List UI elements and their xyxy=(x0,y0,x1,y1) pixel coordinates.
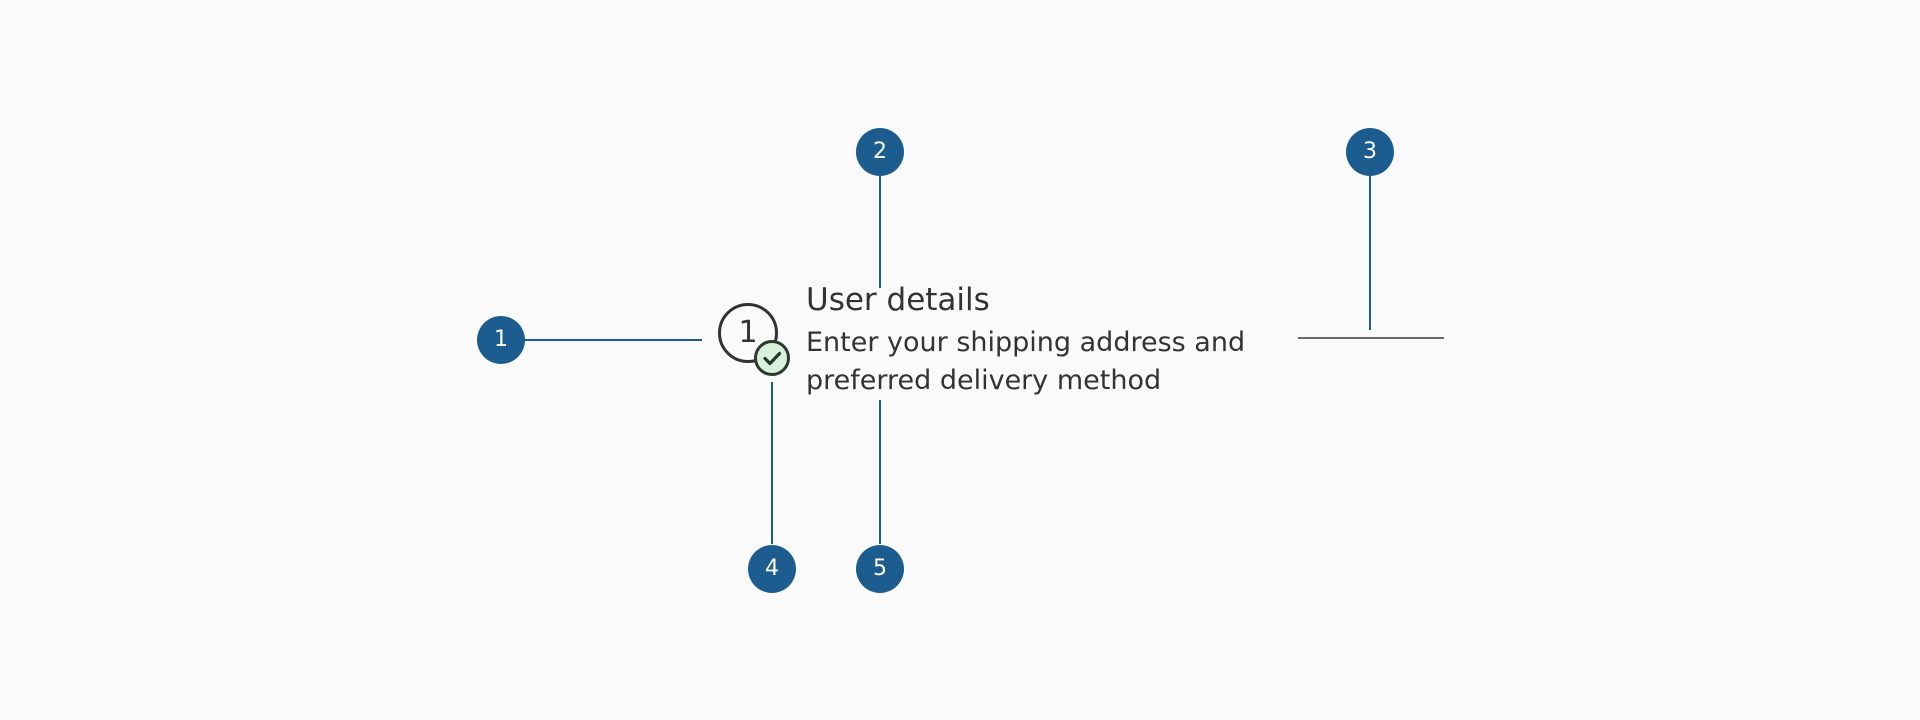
annotation-line-4 xyxy=(771,382,773,544)
annotation-line-5 xyxy=(879,400,881,544)
annotation-badge-3: 3 xyxy=(1346,128,1394,176)
step-number-indicator: 1 xyxy=(718,303,778,363)
annotation-badge-2: 2 xyxy=(856,128,904,176)
annotation-line-3 xyxy=(1369,176,1371,330)
annotation-badge-5: 5 xyxy=(856,545,904,593)
step-connector-line xyxy=(1298,337,1444,339)
annotation-line-1 xyxy=(524,339,702,341)
annotation-line-2 xyxy=(879,176,881,288)
check-circle-icon xyxy=(754,340,790,376)
checkmark-icon xyxy=(763,351,782,366)
step-title: User details xyxy=(806,282,990,318)
annotation-badge-4: 4 xyxy=(748,545,796,593)
annotation-badge-1: 1 xyxy=(477,316,525,364)
step-description: Enter your shipping address and preferre… xyxy=(806,327,1246,396)
